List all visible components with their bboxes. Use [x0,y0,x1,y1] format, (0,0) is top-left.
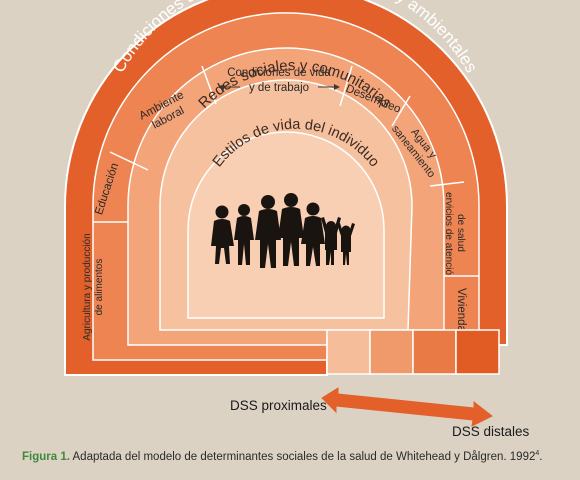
segment-agricultura-line2: de alimentos [94,259,105,316]
family-silhouette [211,193,355,268]
figure-caption: Figura 1. Adaptada del modelo de determi… [22,450,542,463]
segment-vivienda: Vivienda [455,288,467,333]
figure-caption-end: . [539,450,543,463]
dss-scale-box [369,329,414,375]
segment-dividers [93,65,479,277]
dss-proximales-label: DSS proximales [230,398,327,413]
segment-servicios-line2: de salud [455,214,466,252]
dss-distales-label: DSS distales [452,424,530,439]
dss-scale-box [412,329,457,375]
dss-scale-box [455,329,500,375]
figure-caption-text: Adaptada del modelo de determinantes soc… [69,450,536,463]
dss-scale [326,329,500,375]
segment-agricultura-line1: Agricultura y producción [82,233,93,340]
figure-caption-superscript: 4 [535,450,540,457]
dss-scale-box [326,329,371,375]
double-arrow-icon [218,84,340,90]
living-conditions-header-line1: Condiciones de vida [227,67,331,79]
living-conditions-header-line2: y de trabajo [249,82,309,94]
figure-caption-label: Figura 1. [22,450,70,463]
proximal-distal-arrow-icon [321,387,493,427]
